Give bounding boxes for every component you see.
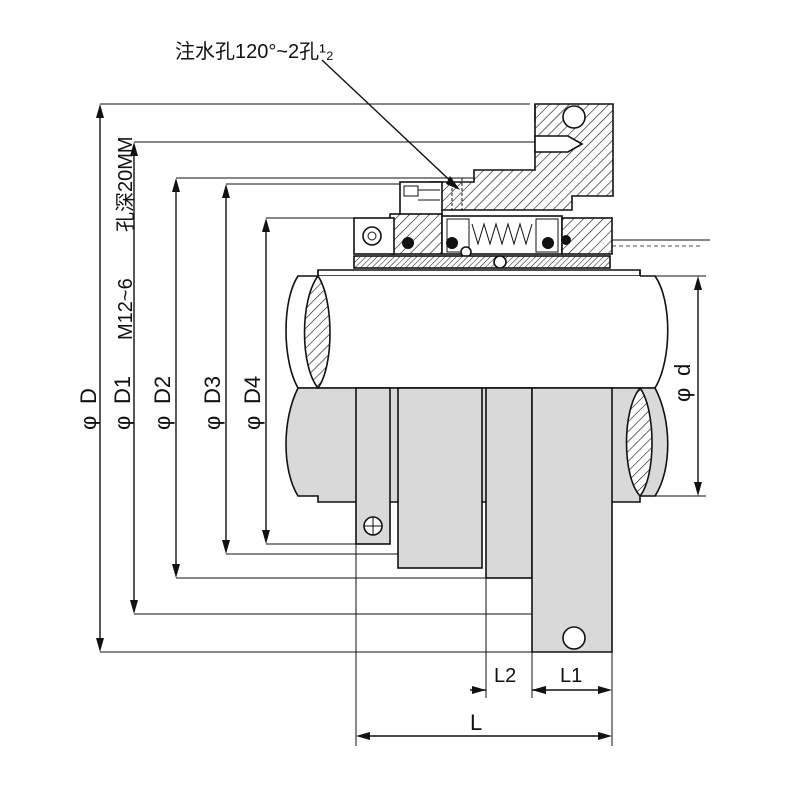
gland-housing bbox=[429, 103, 614, 211]
label-D: D bbox=[76, 388, 101, 404]
oring-c bbox=[402, 237, 414, 249]
injection-port bbox=[399, 178, 463, 217]
horizontal-dimensions bbox=[355, 544, 613, 746]
label-L: L bbox=[470, 710, 482, 735]
oring-d bbox=[561, 235, 571, 245]
label-d: d bbox=[670, 364, 695, 376]
shaft-break-right bbox=[625, 386, 653, 498]
bottom-o-ring bbox=[562, 626, 586, 650]
sleeve bbox=[353, 255, 611, 269]
label-D2: D2 bbox=[150, 376, 175, 404]
label-phi-D1: φ bbox=[110, 416, 135, 430]
injection-leader bbox=[321, 59, 459, 189]
thread-note: M12~6 bbox=[115, 278, 137, 340]
label-D4-group: φ D4 bbox=[240, 376, 265, 430]
label-D-group: φ D bbox=[76, 388, 101, 430]
label-phi-D: φ bbox=[76, 416, 101, 430]
hole-depth-note: 孔深20MM bbox=[114, 136, 137, 232]
dimension-lines bbox=[96, 103, 706, 653]
oring-a bbox=[446, 237, 458, 249]
hole-depth-group: 孔深20MM bbox=[114, 136, 137, 232]
label-D1: D1 bbox=[110, 376, 135, 404]
top-o-ring bbox=[562, 105, 586, 129]
label-D4: D4 bbox=[240, 376, 265, 404]
lower-components bbox=[355, 387, 613, 653]
injection-note: 注水孔120°~2孔¹₂ bbox=[175, 40, 334, 63]
label-phi-D3: φ bbox=[200, 416, 225, 430]
label-D3-group: φ D3 bbox=[200, 376, 225, 430]
thread-note-group: M12~6 bbox=[115, 278, 137, 340]
label-D3: D3 bbox=[200, 376, 225, 404]
label-L2: L2 bbox=[494, 665, 516, 687]
label-phi-d: φ bbox=[670, 388, 695, 402]
label-phi-D4: φ bbox=[240, 416, 265, 430]
label-D1-group: φ D1 bbox=[110, 376, 135, 430]
label-d-group: φ d bbox=[670, 364, 695, 402]
label-L1: L1 bbox=[560, 665, 582, 687]
seal-assembly bbox=[353, 213, 710, 269]
label-phi-D2: φ bbox=[150, 416, 175, 430]
oring-b bbox=[542, 237, 554, 249]
shaft-break-left bbox=[303, 274, 331, 390]
label-D2-group: φ D2 bbox=[150, 376, 175, 430]
